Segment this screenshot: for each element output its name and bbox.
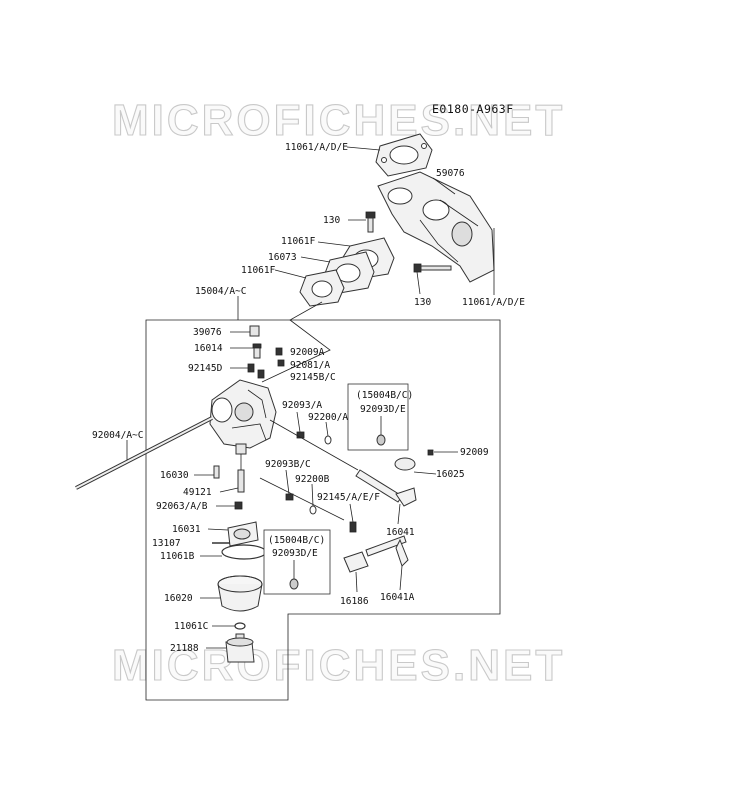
- choke-shaft: [355, 469, 417, 507]
- label-92063ab: 92063/A/B: [156, 501, 208, 512]
- washer-11061c: [234, 622, 246, 630]
- label-92081A: 92081/A: [290, 360, 330, 371]
- label-92145BC: 92145B/C: [290, 372, 336, 383]
- label-59076: 59076: [436, 168, 465, 179]
- part-92081a: [277, 359, 285, 367]
- part-92145bc: [257, 369, 265, 379]
- part-16030: [213, 465, 220, 479]
- throttle-shaft-16041a: [365, 535, 409, 567]
- label-39076: 39076: [193, 327, 222, 338]
- part-92009a: [275, 347, 283, 356]
- label-11061F-a: 11061F: [281, 236, 316, 247]
- part-92145d: [247, 363, 255, 373]
- part-39076: [249, 325, 260, 337]
- part-92200b: [309, 505, 317, 515]
- label-92009: 92009: [460, 447, 489, 458]
- label-130-right: 130: [414, 297, 431, 308]
- gasket-top: [375, 133, 433, 177]
- part-92200a: [324, 435, 332, 445]
- part-16014: [252, 343, 262, 359]
- solenoid-21188: [225, 633, 255, 663]
- label-15004bc-2: (15004B/C): [268, 535, 325, 546]
- label-11061B: 11061B: [160, 551, 195, 562]
- label-16041: 16041: [386, 527, 415, 538]
- label-13107: 13107: [152, 538, 181, 549]
- part-92145aef: [349, 521, 357, 533]
- intake-manifold: [377, 171, 495, 283]
- diagram-code: E0180-A963F: [432, 102, 514, 116]
- label-15004-ac: 15004/A~C: [195, 286, 246, 297]
- label-16020: 16020: [164, 593, 193, 604]
- label-92093de-1: 92093D/E: [360, 404, 406, 415]
- label-11061F-b: 11061F: [241, 265, 276, 276]
- carburetor-body: [209, 379, 277, 455]
- inset-box-lower: (15004B/C) 92093D/E: [263, 529, 331, 595]
- part-92063ab: [234, 501, 243, 510]
- bolt-130-left: [365, 211, 376, 233]
- watermark-bottom: MICROFICHES.NET: [112, 641, 565, 690]
- label-92093bc: 92093B/C: [265, 459, 311, 470]
- label-92200A: 92200/A: [308, 412, 348, 423]
- label-49121: 49121: [183, 487, 212, 498]
- bowl-gasket-11061b: [221, 544, 267, 560]
- label-16014: 16014: [194, 343, 223, 354]
- label-16031: 16031: [172, 524, 201, 535]
- label-15004bc-1: (15004B/C): [356, 390, 413, 401]
- float-bowl-16020: [217, 575, 263, 612]
- label-92145D: 92145D: [188, 363, 223, 374]
- throttle-plate-16186: [343, 551, 369, 573]
- label-16030: 16030: [160, 470, 189, 481]
- choke-plate-16025: [394, 457, 416, 471]
- label-16073: 16073: [268, 252, 297, 263]
- label-11061C: 11061C: [174, 621, 208, 632]
- label-92200B: 92200B: [295, 474, 330, 485]
- stud-92004: [75, 416, 213, 490]
- watermark-top: MICROFICHES.NET: [112, 96, 565, 145]
- label-11061-ade-top: 11061/A/D/E: [285, 142, 348, 153]
- label-16025: 16025: [436, 469, 465, 480]
- label-92145aef: 92145/A/E/F: [317, 492, 380, 503]
- label-11061-ade-right: 11061/A/D/E: [462, 297, 525, 308]
- gasket-11061f-lower: [299, 269, 345, 307]
- label-92004: 92004/A~C: [92, 430, 143, 441]
- label-16041A: 16041A: [380, 592, 415, 603]
- bolt-130-right: [413, 263, 452, 273]
- carburetor-frame: [145, 319, 501, 701]
- label-92009A: 92009A: [290, 347, 325, 358]
- part-49121: [237, 469, 245, 493]
- screw-92009: [427, 449, 434, 456]
- label-130-left: 130: [323, 215, 340, 226]
- part-92093bc: [285, 493, 294, 501]
- label-21188: 21188: [170, 643, 199, 654]
- label-92093A: 92093/A: [282, 400, 322, 411]
- float-16031: [227, 521, 259, 547]
- inset-box-upper: (15004B/C) 92093D/E: [347, 383, 413, 451]
- label-16186: 16186: [340, 596, 369, 607]
- label-92093de-2: 92093D/E: [272, 548, 318, 559]
